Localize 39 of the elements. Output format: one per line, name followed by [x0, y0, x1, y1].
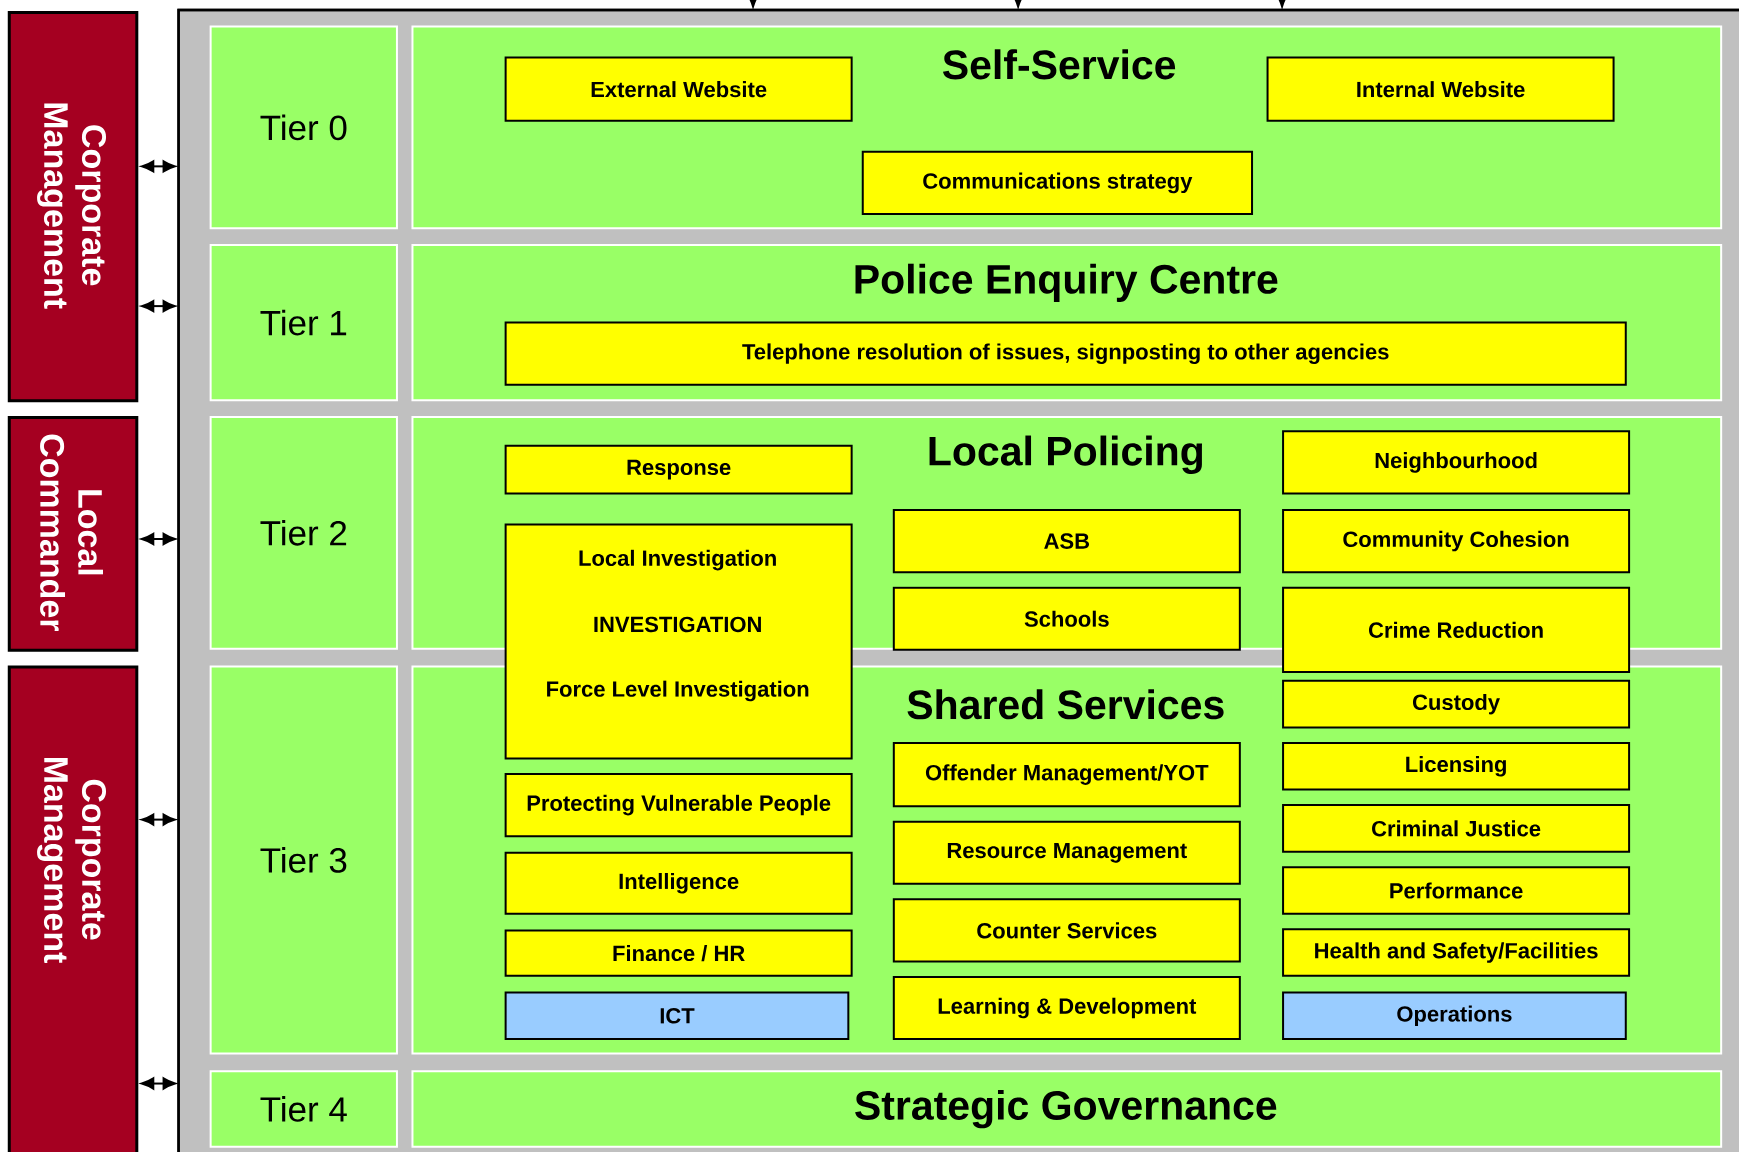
service-box: Schools	[892, 586, 1241, 651]
tier-panel: Strategic Governance	[411, 1070, 1723, 1148]
service-box: Neighbourhood	[1282, 430, 1631, 495]
service-box: Response	[504, 444, 853, 495]
service-box: Protecting Vulnerable People	[504, 772, 853, 837]
service-box: Communications strategy	[861, 150, 1254, 215]
side-label-box: Local Commander	[7, 415, 139, 652]
service-box: ASB	[892, 508, 1241, 573]
service-box: External Website	[504, 56, 853, 122]
side-label-box: Corporate Management	[7, 665, 139, 1152]
service-box: Offender Management/YOT	[892, 741, 1241, 808]
service-box: Custody	[1282, 679, 1631, 729]
tier-cell: Tier 3	[209, 665, 398, 1055]
service-box: Criminal Justice	[1282, 803, 1631, 853]
tier-cell: Tier 4	[209, 1070, 398, 1148]
tier-cell: Tier 1	[209, 243, 398, 402]
service-box: Performance	[1282, 866, 1631, 915]
tier-cell: Tier 2	[209, 415, 398, 650]
service-box: Telephone resolution of issues, signposting to other agencies	[504, 321, 1627, 386]
service-box: Health and Safety/Facilities	[1282, 928, 1631, 977]
arrow	[140, 813, 176, 826]
arrow	[140, 1077, 176, 1090]
service-box: Licensing	[1282, 741, 1631, 791]
service-box: Local Investigation INVESTIGATION Force Level Investigation	[504, 523, 853, 760]
service-box: Intelligence	[504, 851, 853, 915]
service-box: Finance / HR	[504, 929, 853, 977]
tier-cell: Tier 0	[209, 25, 398, 230]
service-box: Operations	[1282, 991, 1627, 1040]
service-box: Community Cohesion	[1282, 508, 1631, 573]
service-box: Internal Website	[1266, 56, 1615, 122]
service-box: ICT	[504, 991, 850, 1040]
service-box: Learning & Development	[892, 975, 1241, 1040]
service-box: Counter Services	[892, 898, 1241, 963]
arrow	[140, 299, 176, 313]
service-box: Resource Management	[892, 820, 1241, 885]
service-box: Crime Reduction	[1282, 586, 1631, 673]
arrow	[140, 532, 176, 545]
side-label-box: Corporate Management	[7, 10, 139, 403]
arrow	[140, 160, 176, 173]
